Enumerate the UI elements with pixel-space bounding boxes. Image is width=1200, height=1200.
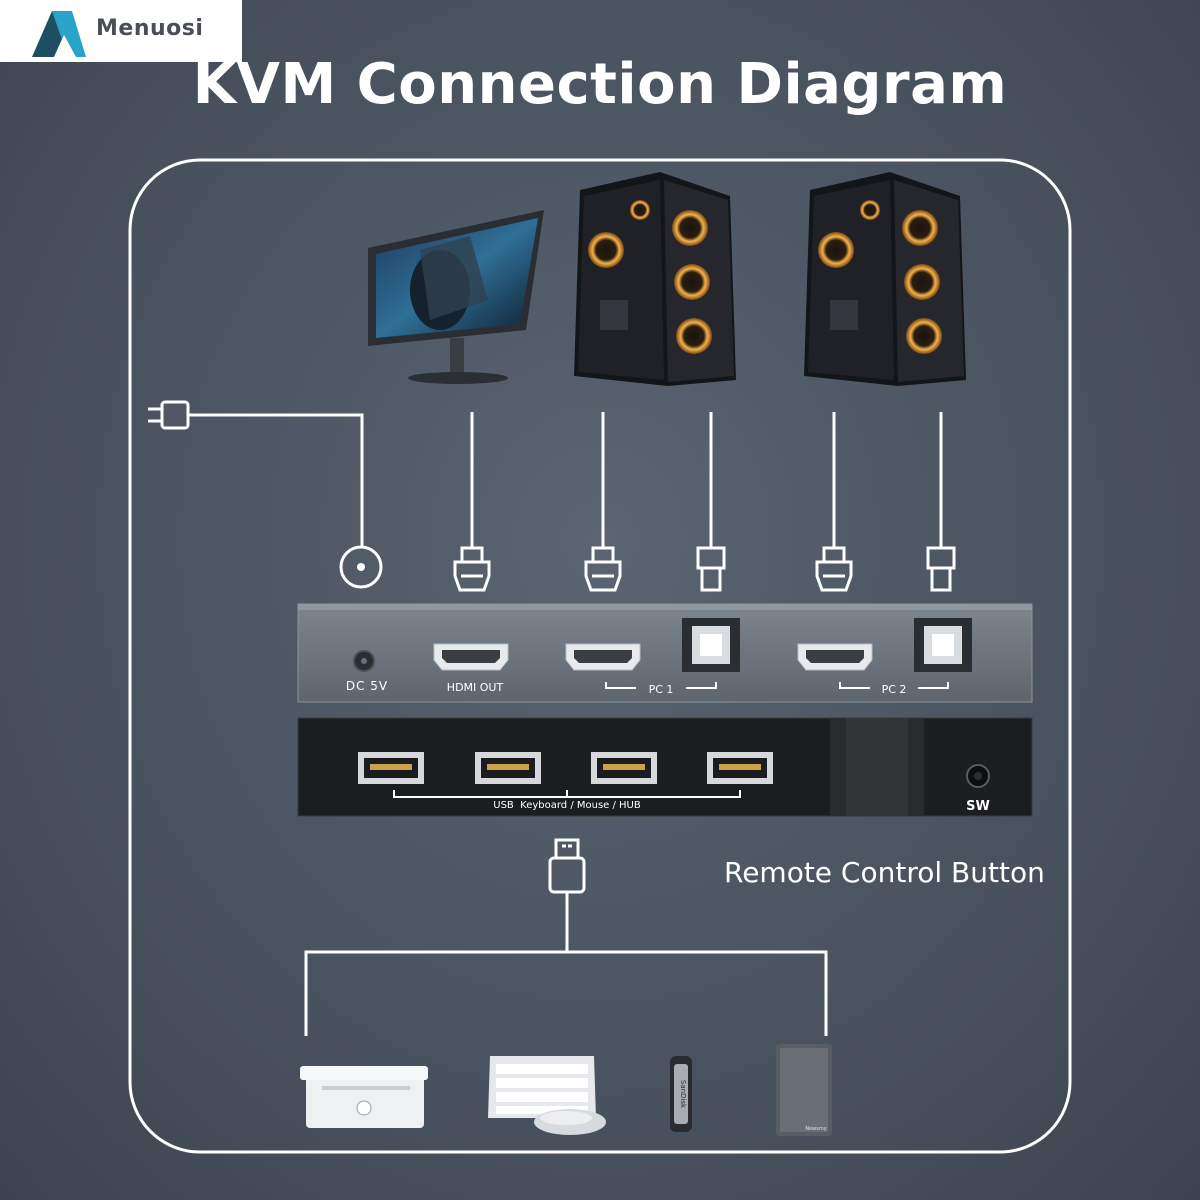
hdmi-out-port	[433, 643, 509, 671]
diagram-frame	[128, 158, 1072, 1154]
hdmi-out-label: HDMI OUT	[447, 681, 504, 694]
keyboard-mouse	[488, 1056, 606, 1135]
usb-a-port	[358, 752, 424, 784]
hdd-brand: Newsmy	[805, 1126, 826, 1132]
hdmi-plug-icon	[453, 546, 491, 592]
dc-connector-icon	[339, 545, 383, 589]
usb-b-plug-icon	[926, 546, 956, 592]
logo: Menuosi	[0, 0, 242, 62]
printer	[300, 1066, 428, 1128]
pc1-hdmi-port	[565, 643, 641, 671]
external-hard-drive: Newsmy	[776, 1044, 832, 1136]
usb-b-plug-icon	[696, 546, 726, 592]
sw-label: SW	[966, 799, 990, 814]
pc1-label: PC 1	[649, 683, 674, 696]
kvm-front-panel: DC 5V HDMI OUT PC 1 PC 2	[297, 603, 1033, 703]
page-title: KVM Connection Diagram	[192, 52, 1008, 117]
usb-a-port	[475, 752, 541, 784]
usb-a-plug-icon	[548, 838, 586, 894]
pc1-usb-b-port	[682, 618, 740, 672]
drive-brand: SanDisk	[679, 1080, 687, 1109]
dc-cable	[188, 413, 364, 548]
power-plug-icon	[148, 400, 190, 430]
usb-flash-drive: SanDisk	[670, 1056, 692, 1132]
usb-a-port	[707, 752, 773, 784]
hdmi-plug-icon	[815, 546, 853, 592]
hdmi-plug-icon	[584, 546, 622, 592]
usb-hub-label: USB Keyboard / Mouse / HUB	[493, 800, 641, 811]
pc2-label: PC 2	[882, 683, 907, 696]
pc-tower-2	[804, 172, 966, 386]
hub-branch-cable	[304, 950, 828, 1036]
dc-label: DC 5V	[346, 679, 388, 693]
pc2-hdmi-port	[797, 643, 873, 671]
kvm-back-panel: USB Keyboard / Mouse / HUB SW	[297, 717, 1033, 817]
usb-a-port	[591, 752, 657, 784]
monitor	[368, 210, 544, 384]
pc-tower-1	[574, 172, 736, 386]
logo-icon	[32, 11, 86, 57]
brand-name: Menuosi	[96, 16, 204, 41]
remote-control-label: Remote Control Button	[724, 856, 1045, 889]
pc2-usb-b-port	[914, 618, 972, 672]
